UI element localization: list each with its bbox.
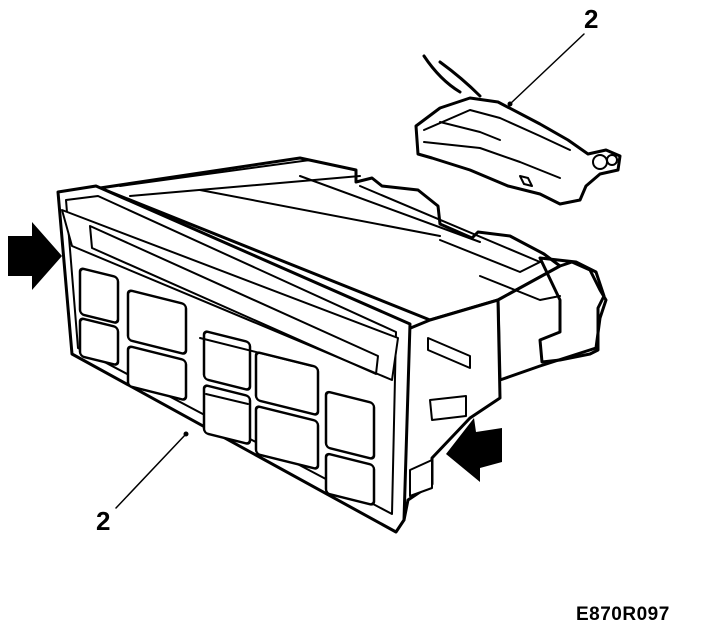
leader-dot-panel bbox=[183, 431, 189, 437]
button-3-top[interactable] bbox=[202, 330, 252, 391]
press-arrow-left-icon bbox=[8, 222, 62, 290]
press-arrow-right-icon bbox=[446, 418, 502, 482]
button-3-bottom[interactable] bbox=[202, 384, 252, 445]
control-unit-housing bbox=[98, 156, 608, 382]
button-grid bbox=[78, 267, 376, 506]
button-2-bottom[interactable] bbox=[126, 345, 188, 401]
button-4-bottom[interactable] bbox=[254, 405, 320, 470]
leader-dot-connector bbox=[507, 101, 513, 107]
button-2-top[interactable] bbox=[126, 289, 188, 355]
leader-line-panel bbox=[115, 433, 187, 509]
button-left-top[interactable] bbox=[78, 267, 120, 324]
callout-label-connector: 2 bbox=[584, 4, 599, 34]
button-left-bottom[interactable] bbox=[78, 317, 120, 366]
button-right-top[interactable] bbox=[324, 390, 376, 460]
callout-label-panel: 2 bbox=[96, 506, 111, 536]
wiring-connector bbox=[414, 54, 622, 206]
button-right-bottom[interactable] bbox=[324, 452, 376, 506]
leader-lines bbox=[115, 33, 585, 509]
figure-reference-code: E870R097 bbox=[576, 604, 670, 625]
leader-line-connector bbox=[509, 33, 585, 105]
